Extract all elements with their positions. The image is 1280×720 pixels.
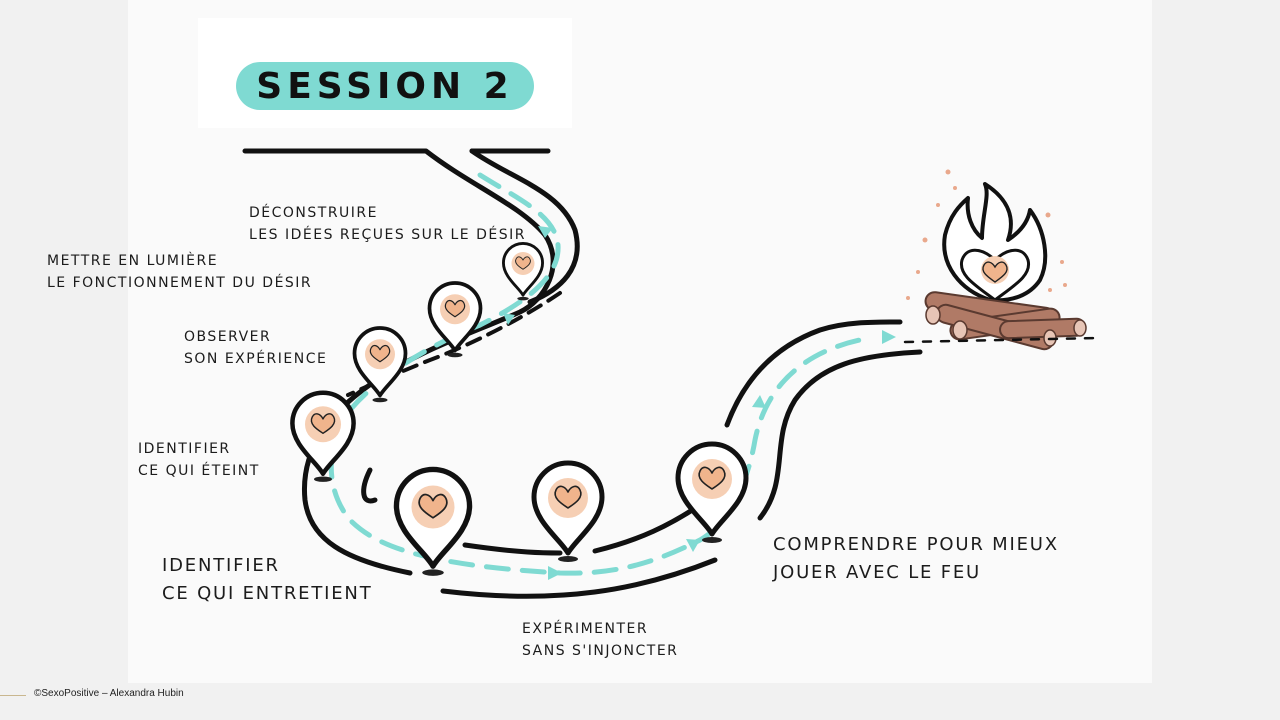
label-ce-qui-entretient: IDENTIFIER CE QUI ENTRETIENT — [162, 552, 373, 608]
label-observer: OBSERVER SON EXPÉRIENCE — [184, 326, 327, 370]
pin-icon-eteint — [292, 393, 353, 482]
label-deconstruire: DÉCONSTRUIRE LES IDÉES REÇUES SUR LE DÉS… — [249, 202, 526, 246]
copyright-credit: ©SexoPositive – Alexandra Hubin — [34, 688, 184, 699]
pin-icon-entretient — [396, 469, 469, 575]
label-line: IDENTIFIER — [138, 441, 231, 457]
label-line: JOUER AVEC LE FEU — [773, 562, 982, 583]
pin-icon-experimenter — [534, 463, 602, 562]
label-line: OBSERVER — [184, 329, 272, 345]
label-line: EXPÉRIMENTER — [522, 621, 649, 637]
label-comprendre: COMPRENDRE POUR MIEUX JOUER AVEC LE FEU — [773, 531, 1059, 587]
label-line: METTRE EN LUMIÈRE — [47, 253, 219, 269]
label-line: SANS S'INJONCTER — [522, 643, 679, 659]
session-title: SESSION 2 — [236, 62, 534, 110]
label-line: CE QUI ENTRETIENT — [162, 583, 373, 604]
label-line: SON EXPÉRIENCE — [184, 351, 328, 367]
label-line: DÉCONSTRUIRE — [249, 205, 379, 221]
label-line: COMPRENDRE POUR MIEUX — [773, 534, 1059, 555]
pin-icon-comprendre — [678, 444, 746, 543]
label-experimenter: EXPÉRIMENTER SANS S'INJONCTER — [522, 618, 678, 662]
label-line: IDENTIFIER — [162, 555, 280, 576]
label-line: LE FONCTIONNEMENT DU DÉSIR — [47, 275, 313, 291]
label-ce-qui-eteint: IDENTIFIER CE QUI ÉTEINT — [138, 438, 260, 482]
label-line: LES IDÉES REÇUES SUR LE DÉSIR — [249, 227, 526, 243]
campfire-heart-icon — [903, 169, 1102, 351]
label-line: CE QUI ÉTEINT — [138, 463, 260, 479]
label-mettre-en-lumiere: METTRE EN LUMIÈRE LE FONCTIONNEMENT DU D… — [47, 250, 312, 294]
footer-divider — [0, 695, 26, 696]
